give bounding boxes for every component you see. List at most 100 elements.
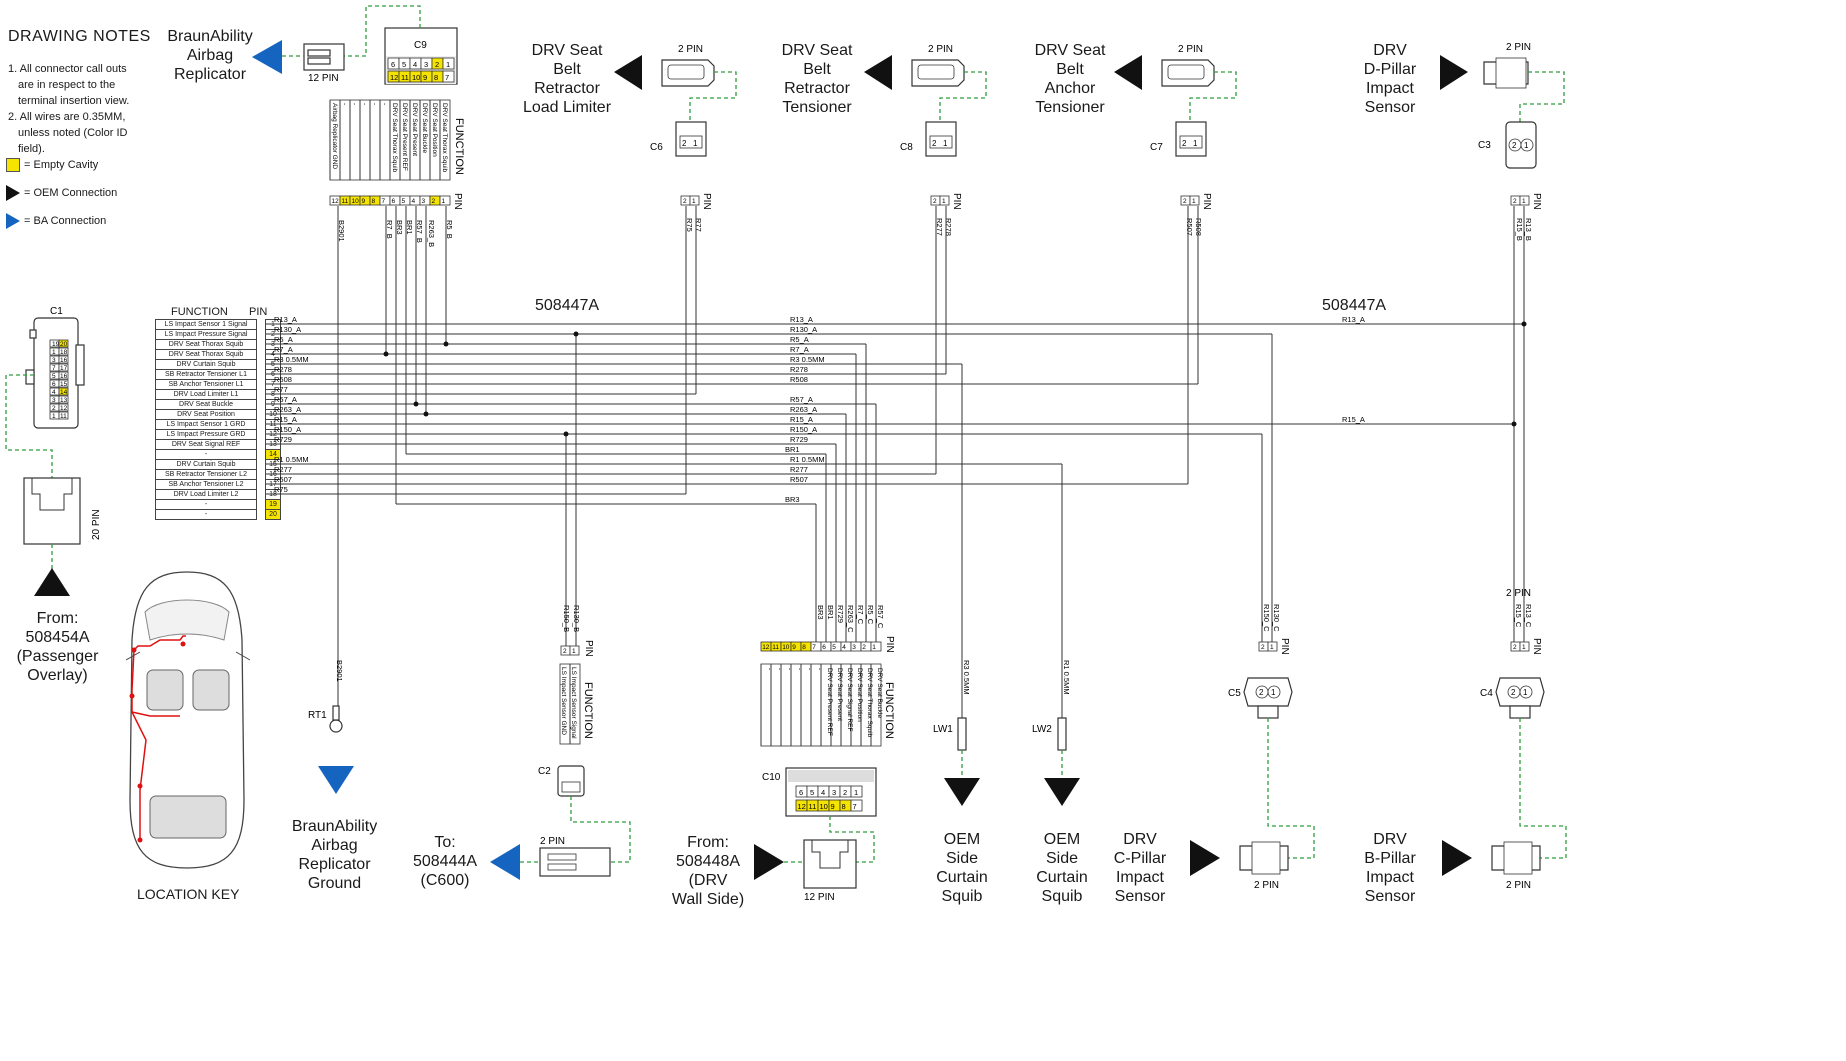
c1-face-pin: 1 — [52, 413, 56, 420]
bpillar-label: DRV B-Pillar Impact Sensor — [1364, 831, 1416, 905]
wire-label: R15_A — [1342, 415, 1365, 424]
c10-pin-cell: 2 — [862, 644, 866, 651]
c1-mating-connector — [23, 477, 81, 545]
c9-wire-label: BR1 — [405, 220, 414, 235]
dpillar-label: DRV D-Pillar Impact Sensor — [1363, 42, 1417, 116]
c1-pin-count: 20 PIN — [91, 509, 102, 540]
svg-text:PIN: PIN — [1201, 193, 1212, 210]
rear-seat-icon — [149, 795, 227, 839]
svg-text:1: 1 — [854, 788, 858, 797]
c1-function-header: FUNCTION — [171, 306, 228, 318]
c1-face-pin: 20 — [60, 341, 68, 348]
c10-function-cell: - — [776, 668, 783, 670]
c1-face-pin: 16 — [60, 357, 68, 364]
c9-function-cell: - — [381, 103, 388, 105]
svg-text:PIN: PIN — [884, 636, 895, 653]
c10-pin-cell: 10 — [782, 644, 790, 651]
c7-id: C7 — [1150, 142, 1163, 153]
location-key-car — [125, 571, 251, 869]
wire-label: R75 — [274, 485, 288, 494]
c9-wire-label: R57_B — [415, 220, 424, 243]
svg-text:1: 1 — [1192, 198, 1196, 205]
c9-face-pin: 5 — [402, 60, 406, 69]
c9-pin-cell: 6 — [392, 198, 396, 205]
c9-id: C9 — [414, 40, 427, 51]
c9-face-pin: 4 — [413, 60, 417, 69]
c9-wire-label: BR3 — [395, 220, 404, 235]
wire-label: R15_A — [790, 415, 813, 424]
lw1-wire-label: R3 0.5MM — [962, 660, 971, 695]
c10-pin-cell: 6 — [822, 644, 826, 651]
note-line: field). — [18, 143, 45, 155]
svg-text:1: 1 — [1523, 688, 1528, 697]
c1-face-pin: 18 — [60, 349, 68, 356]
pin-count-label: 2 PIN — [1178, 44, 1203, 55]
braun-ground-label: BraunAbility Airbag Replicator Ground — [291, 818, 378, 892]
drv-wall-plug — [803, 839, 857, 889]
c10-pin-cell: 11 — [772, 644, 779, 651]
wire-label: R77 — [274, 385, 288, 394]
svg-text:2: 2 — [1513, 644, 1517, 651]
c1-pin-header: PIN — [249, 306, 268, 318]
wire-label: R5_C — [866, 605, 875, 625]
oem-arrow-right-icon — [1442, 840, 1472, 876]
wire-label: R277 — [274, 465, 292, 474]
svg-text:2 PIN: 2 PIN — [540, 836, 565, 847]
c1-face-pin: 15 — [60, 381, 68, 388]
wire-label: R3 0.5MM — [274, 355, 309, 364]
svg-text:2: 2 — [1182, 139, 1187, 148]
wire-label: R263_C — [846, 605, 855, 633]
c10-function-cell: DRV Seat Position — [856, 668, 863, 722]
note-line: unless noted (Color ID — [18, 127, 128, 139]
note-line: 1. All connector call outs — [8, 63, 127, 75]
svg-text:PIN: PIN — [1531, 638, 1542, 655]
svg-text:2: 2 — [843, 788, 847, 797]
c9-wire-label: R5_B — [445, 220, 454, 239]
c1-face-pin: 2 — [52, 405, 56, 412]
c2-function-cell: LS Impact Sensor Signal — [570, 667, 577, 739]
seat-icon — [192, 669, 230, 711]
c2-id: C2 — [538, 766, 551, 777]
wire-label: R729 — [790, 435, 808, 444]
wire-label: R15_A — [274, 415, 297, 424]
svg-text:2 PIN: 2 PIN — [1506, 588, 1531, 599]
svg-text:1: 1 — [1522, 644, 1526, 651]
ba-arrow-left-icon — [490, 844, 520, 880]
lw2-terminal — [1057, 717, 1067, 751]
c9-pin-header: PIN — [452, 193, 463, 210]
c9-pin-cell: 9 — [362, 198, 366, 205]
c1-face-pin: 5 — [52, 373, 56, 380]
oem-triangle-icon — [6, 185, 20, 201]
c5-id: C5 — [1228, 688, 1241, 699]
c9-face-pin: 6 — [391, 60, 395, 69]
ba-arrow-down-icon — [318, 766, 354, 794]
wire-label: R13_A — [274, 315, 297, 324]
oem-arrow-right-icon — [1190, 840, 1220, 876]
svg-text:1: 1 — [1524, 141, 1529, 150]
svg-text:1: 1 — [572, 648, 576, 655]
svg-text:2 PIN: 2 PIN — [1254, 880, 1279, 891]
wire-label: R263_A — [274, 405, 301, 414]
c9-pin-cell: 12 — [332, 198, 340, 205]
wire-label: R5_A — [790, 335, 809, 344]
wire-label: R150_B — [562, 605, 571, 632]
c9-pin-cell: 11 — [342, 198, 349, 205]
ring-terminal-icon — [329, 719, 343, 733]
replicator-pin-count: 12 PIN — [308, 73, 339, 84]
c10-pin-cell: 8 — [802, 644, 806, 651]
c9-face-pin: 2 — [435, 60, 439, 69]
wire-label: R5_A — [274, 335, 293, 344]
c10-function-cell: DRV Seat Present — [836, 668, 843, 721]
svg-text:1: 1 — [1271, 688, 1276, 697]
wire-label: R277 — [935, 218, 944, 236]
svg-text:2 PIN: 2 PIN — [1506, 42, 1531, 53]
c9-face-pin: 8 — [434, 73, 438, 82]
wire-label: R13_C — [1524, 604, 1533, 628]
c9-face-pin: 9 — [423, 73, 427, 82]
c1-face-pin: 6 — [52, 381, 56, 388]
c10-function-cell: - — [806, 668, 813, 670]
c9-function-cell: - — [351, 103, 358, 105]
svg-text:1: 1 — [943, 139, 948, 148]
wire-label: BR1 — [826, 605, 835, 620]
c9-function-cell: DRV Seat Thorax Squib — [441, 103, 448, 173]
